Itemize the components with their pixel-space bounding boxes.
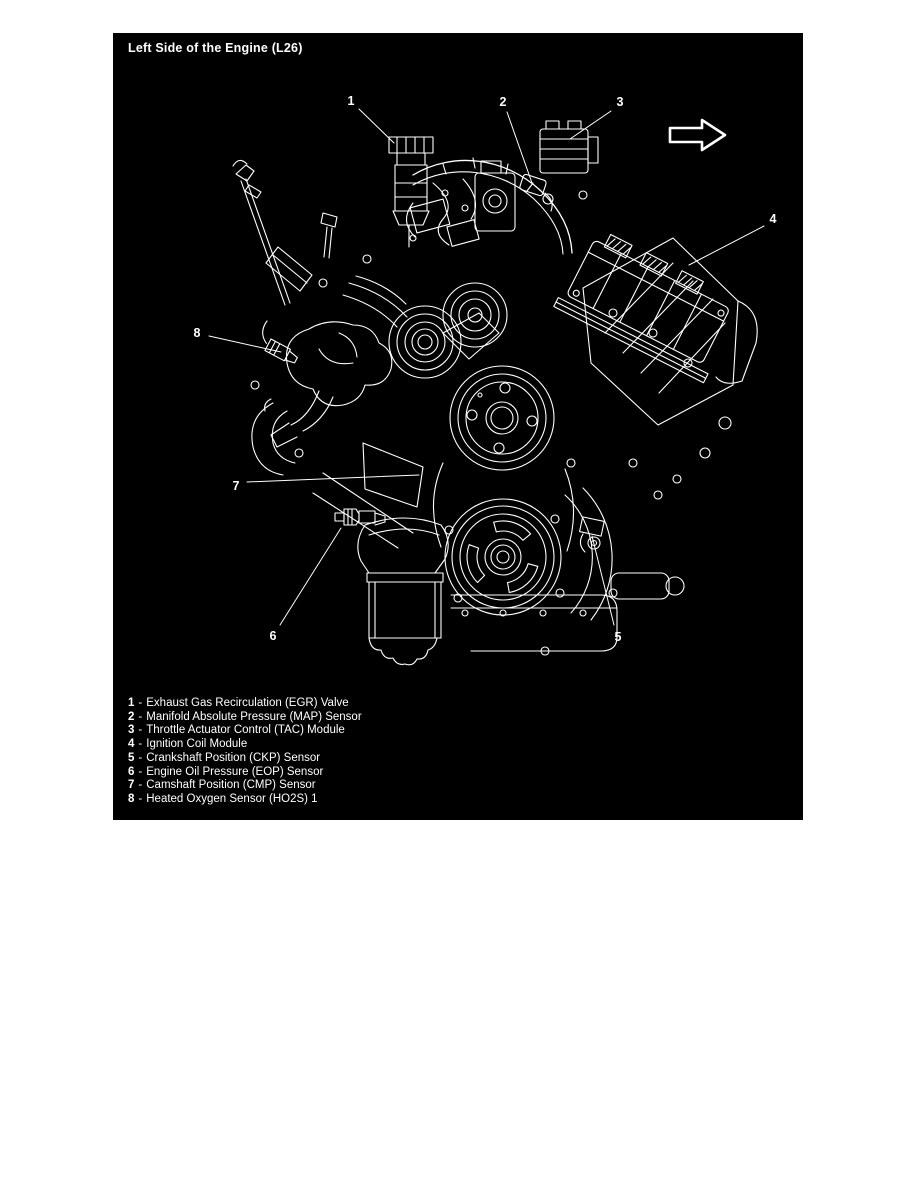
map-sensor [519, 173, 554, 212]
legend-label: Engine Oil Pressure (EOP) Sensor [146, 765, 324, 778]
tensioner-pulley [442, 282, 508, 348]
ho2s-sensor [262, 320, 298, 364]
legend-separator: - [138, 710, 143, 723]
legend-item-ckp-sensor: 5-Crankshaft Position (CKP) Sensor [128, 752, 688, 766]
oil-filter [357, 517, 449, 666]
coolant-hose [251, 398, 296, 476]
throttle-body [474, 160, 516, 232]
figure-title: Left Side of the Engine (L26) [128, 41, 303, 55]
exhaust-manifold [270, 275, 408, 448]
engine-line-art [208, 108, 765, 666]
water-pump-pulley [388, 305, 462, 379]
ignition-coil-module [553, 233, 729, 384]
legend-num: 8 [128, 792, 135, 805]
callout-1: 1 [347, 93, 355, 108]
legend-separator: - [138, 765, 143, 778]
callout-3: 3 [616, 94, 624, 109]
callout-5: 5 [614, 629, 622, 644]
crank-pulley [449, 365, 555, 471]
legend-item-eop-sensor: 6-Engine Oil Pressure (EOP) Sensor [128, 766, 688, 780]
callout-leader-lines [208, 108, 765, 626]
callout-6: 6 [269, 628, 277, 643]
legend-num: 3 [128, 724, 135, 737]
legend-item-map-sensor: 2-Manifold Absolute Pressure (MAP) Senso… [128, 711, 688, 725]
legend-num: 5 [128, 751, 135, 764]
harmonic-balancer [432, 462, 575, 616]
legend-label: Crankshaft Position (CKP) Sensor [146, 751, 321, 764]
eop-sensor [334, 508, 386, 526]
legend-num: 1 [128, 697, 135, 709]
legend-item-egr-valve: 1-Exhaust Gas Recirculation (EGR) Valve [128, 697, 688, 711]
legend-separator: - [138, 792, 143, 805]
legend-label: Heated Oxygen Sensor (HO2S) 1 [146, 792, 318, 805]
legend-separator: - [138, 738, 143, 751]
right-cylinder-head [582, 237, 758, 484]
legend-item-ignition-coil: 4-Ignition Coil Module [128, 738, 688, 752]
legend-label: Exhaust Gas Recirculation (EGR) Valve [146, 697, 349, 709]
legend-num: 4 [128, 738, 135, 751]
legend-label: Throttle Actuator Control (TAC) Module [146, 724, 345, 737]
callout-8: 8 [193, 325, 201, 340]
engine-figure-panel: Left Side of the Engine (L26) 1 2 3 4 5 … [113, 33, 803, 820]
egr-pipe [265, 212, 338, 292]
engine-block [250, 190, 685, 656]
legend-item-tac-module: 3-Throttle Actuator Control (TAC) Module [128, 724, 688, 738]
legend-item-cmp-sensor: 7-Camshaft Position (CMP) Sensor [128, 779, 688, 793]
legend-num: 6 [128, 765, 135, 778]
oil-dipstick [232, 159, 291, 306]
legend-label: Camshaft Position (CMP) Sensor [146, 779, 316, 792]
figure-legend: 1-Exhaust Gas Recirculation (EGR) Valve … [128, 697, 688, 807]
tac-module [539, 120, 599, 174]
legend-separator: - [138, 697, 143, 709]
legend-label: Ignition Coil Module [146, 738, 248, 751]
wiring-harness [405, 178, 480, 247]
legend-separator: - [138, 779, 143, 792]
callout-4: 4 [769, 211, 777, 226]
legend-separator: - [138, 724, 143, 737]
legend-num: 2 [128, 710, 135, 723]
legend-separator: - [138, 751, 143, 764]
legend-item-ho2s: 8-Heated Oxygen Sensor (HO2S) 1 [128, 793, 688, 807]
legend-num: 7 [128, 779, 135, 792]
callout-7: 7 [232, 478, 240, 493]
callout-2: 2 [499, 94, 507, 109]
legend-label: Manifold Absolute Pressure (MAP) Sensor [146, 710, 362, 723]
intake-duct [412, 157, 573, 255]
right-arrow-icon [668, 118, 727, 152]
